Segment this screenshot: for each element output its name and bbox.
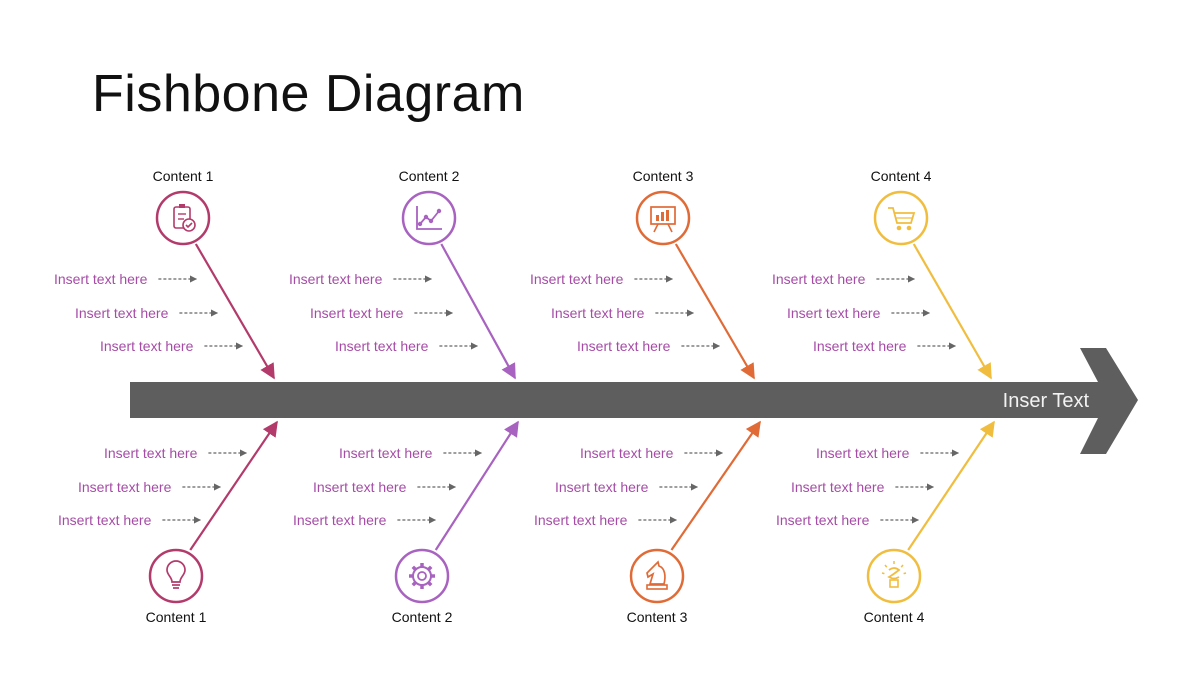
- bone-heading: Content 2: [392, 609, 453, 625]
- bone-item-text: Insert text here: [100, 338, 194, 354]
- bone-line: [907, 420, 995, 551]
- bone-heading: Content 3: [633, 168, 694, 184]
- bone-item-text: Insert text here: [534, 512, 628, 528]
- gear-icon: [409, 563, 435, 589]
- bone-line: [440, 243, 516, 380]
- bone-line: [194, 243, 275, 380]
- bone-icon-circle: [155, 190, 211, 246]
- bone-item-text: Insert text here: [310, 305, 404, 321]
- shopping-cart-icon: [888, 207, 916, 231]
- bone-icon-circle: [394, 548, 450, 604]
- bone-line: [189, 420, 278, 551]
- line-chart-icon: [416, 206, 442, 230]
- bone-heading: Content 3: [627, 609, 688, 625]
- bone-item-text: Insert text here: [787, 305, 881, 321]
- bone-heading: Content 4: [871, 168, 932, 184]
- bone-item-text: Insert text here: [289, 271, 383, 287]
- bone-item-text: Insert text here: [75, 305, 169, 321]
- chess-knight-icon: [646, 560, 668, 590]
- bone-icon-circle: [148, 548, 204, 604]
- bone-item-text: Insert text here: [577, 338, 671, 354]
- bone-item-text: Insert text here: [772, 271, 866, 287]
- page-title: Fishbone Diagram: [92, 65, 525, 123]
- spine-label: Inser Text: [1003, 390, 1090, 412]
- bone-icon-circle: [866, 548, 922, 604]
- bone-heading: Content 4: [864, 609, 925, 625]
- bone-line: [434, 420, 519, 551]
- bone-heading: Content 2: [399, 168, 460, 184]
- bone-item-text: Insert text here: [339, 445, 433, 461]
- bone-line: [912, 243, 992, 380]
- bone-item-text: Insert text here: [816, 445, 910, 461]
- bone-item-text: Insert text here: [335, 338, 429, 354]
- bone-item-text: Insert text here: [58, 512, 152, 528]
- bone-item-text: Insert text here: [580, 445, 674, 461]
- bone-item-text: Insert text here: [313, 479, 407, 495]
- presentation-board-icon: [650, 206, 676, 233]
- bone-item-text: Insert text here: [104, 445, 198, 461]
- bone-item-text: Insert text here: [78, 479, 172, 495]
- bone-heading: Content 1: [146, 609, 207, 625]
- bone-item-text: Insert text here: [776, 512, 870, 528]
- bone-item-text: Insert text here: [813, 338, 907, 354]
- energy-bulb-icon: [881, 561, 907, 588]
- bone-item-text: Insert text here: [555, 479, 649, 495]
- bone-item-text: Insert text here: [293, 512, 387, 528]
- bone-icon-circle: [401, 190, 457, 246]
- bone-line: [674, 243, 755, 380]
- bone-icon-circle: [629, 548, 685, 604]
- spine-arrow: [130, 348, 1138, 454]
- clipboard-check-icon: [173, 204, 196, 232]
- bone-item-text: Insert text here: [54, 271, 148, 287]
- lightbulb-icon: [166, 560, 186, 589]
- bone-item-text: Insert text here: [551, 305, 645, 321]
- bone-item-text: Insert text here: [530, 271, 624, 287]
- bone-heading: Content 1: [153, 168, 214, 184]
- bone-item-text: Insert text here: [791, 479, 885, 495]
- bone-line: [670, 420, 761, 551]
